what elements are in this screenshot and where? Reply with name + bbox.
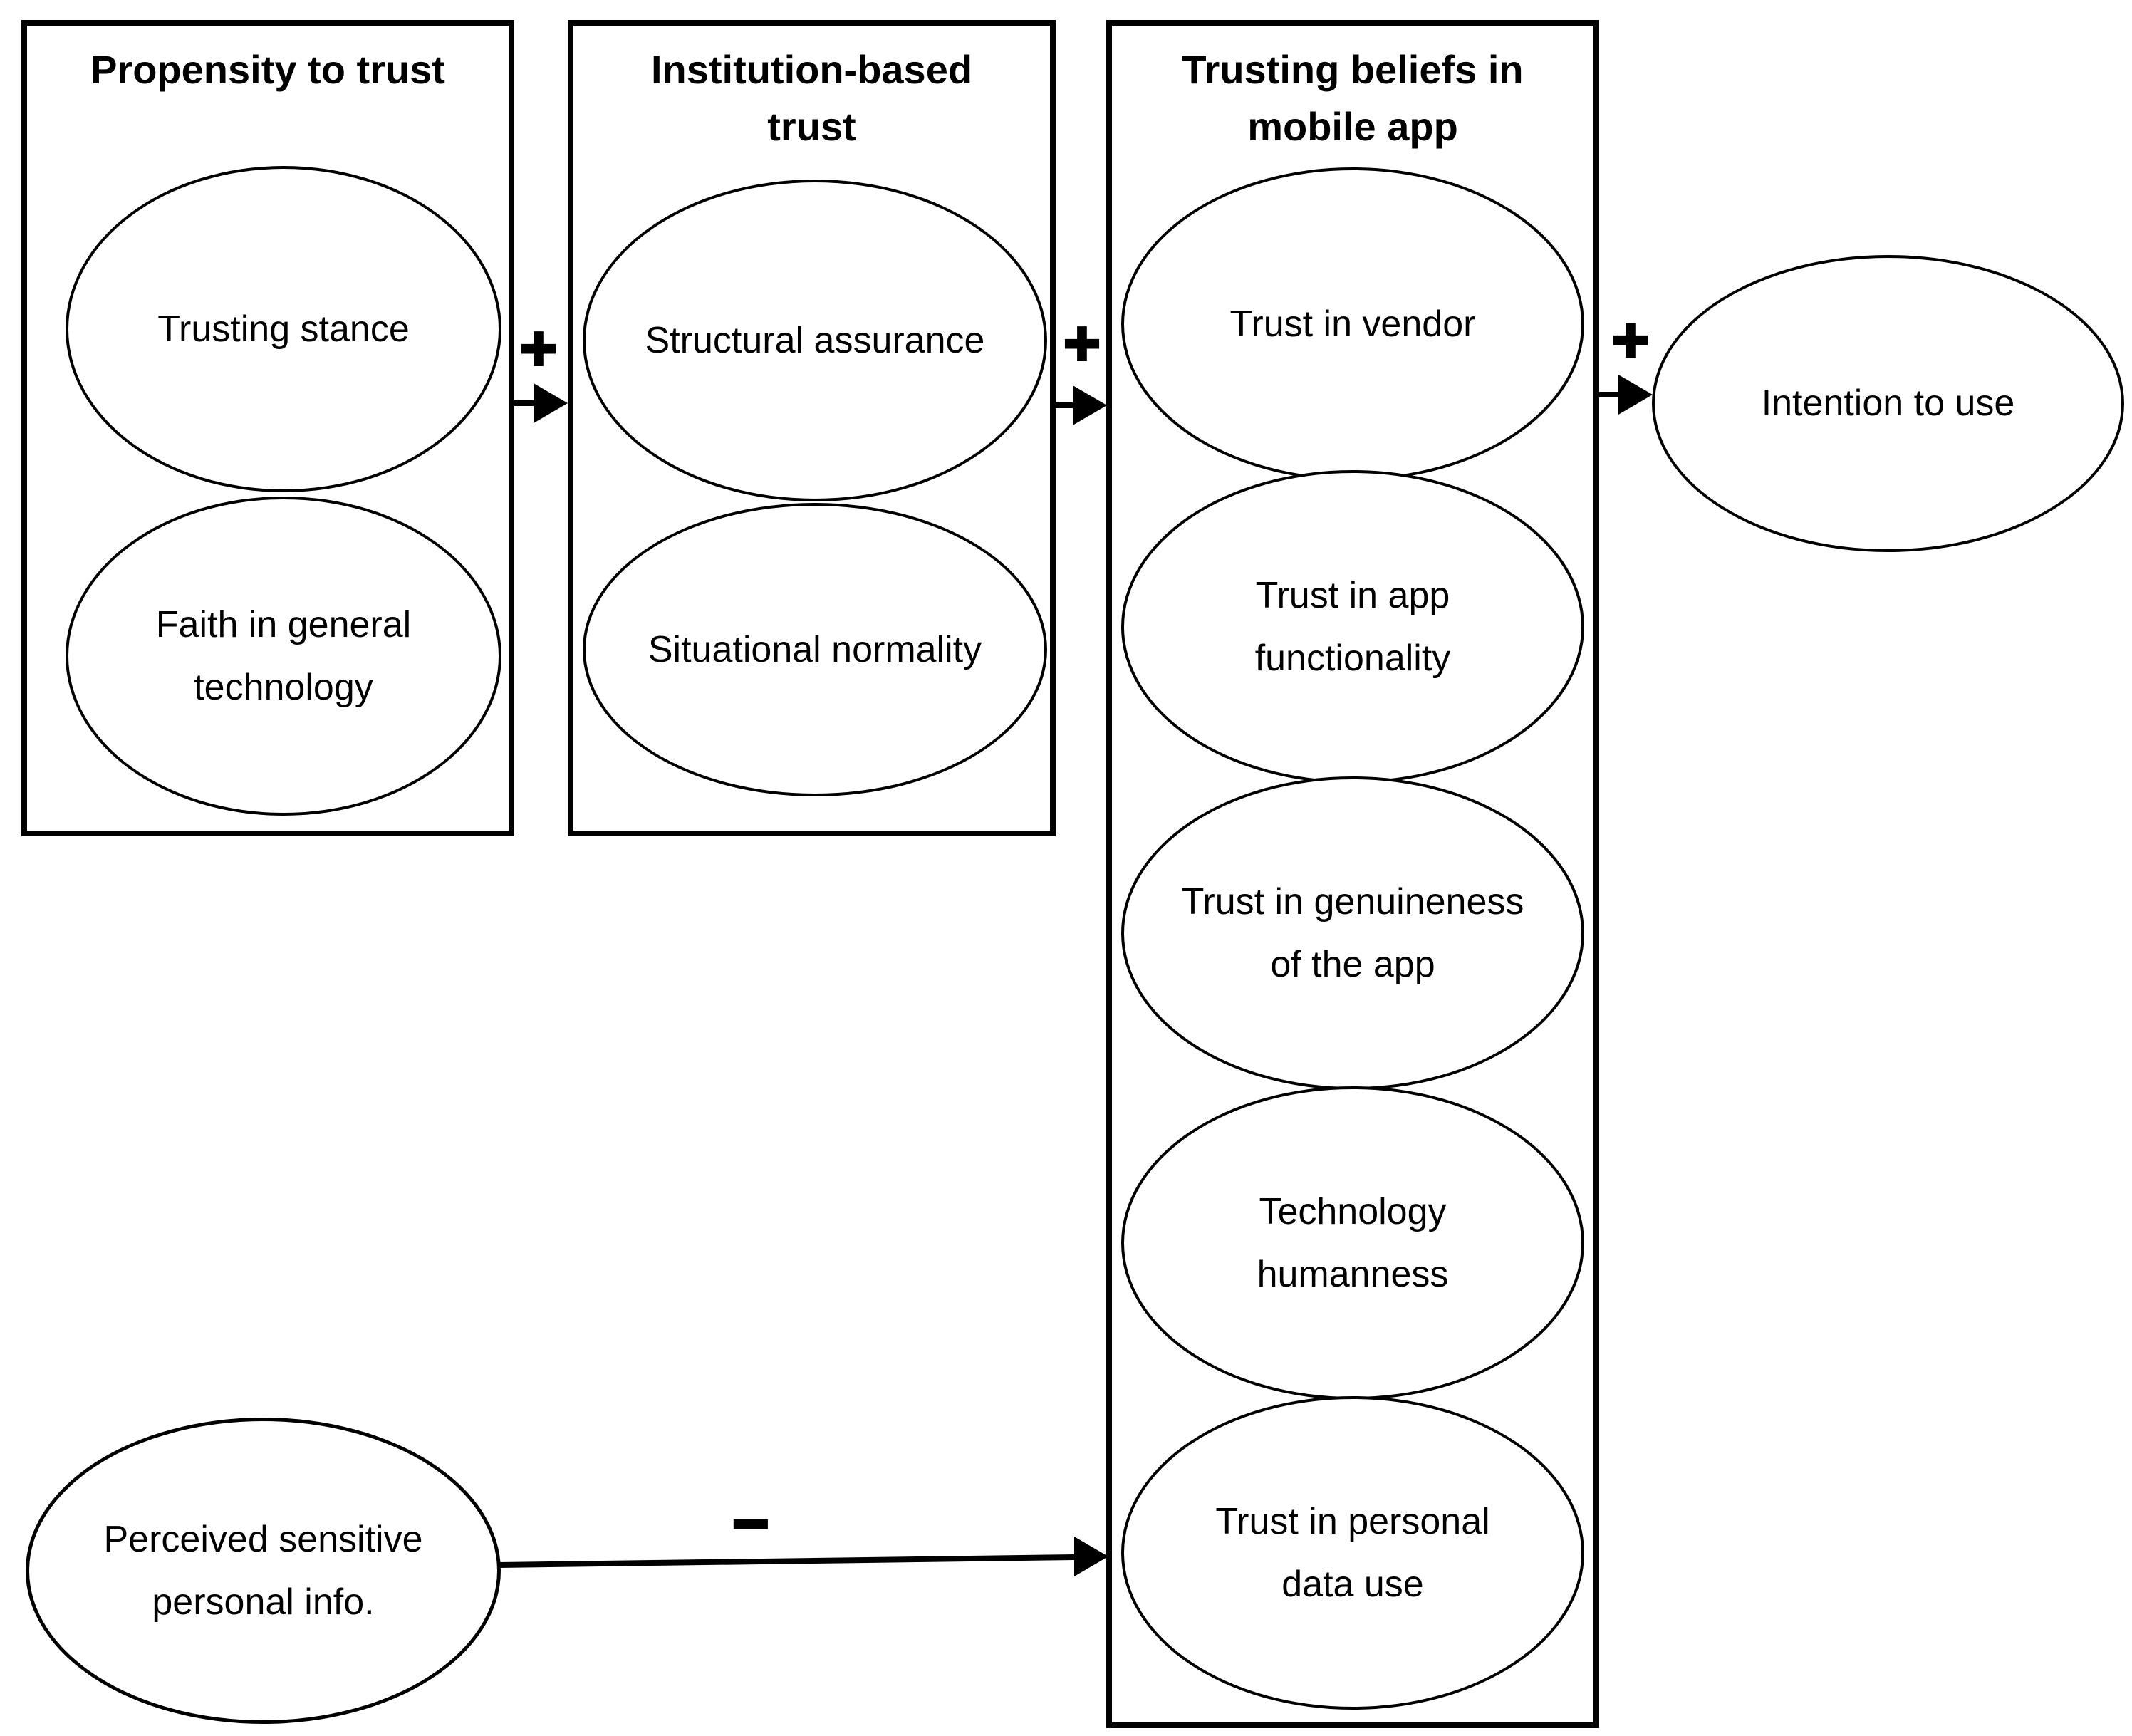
arrow-institution-to-beliefs (1054, 385, 1107, 425)
node-label: Faith in general technology (155, 603, 412, 708)
node-label: Trusting stance (157, 308, 410, 350)
node-trust-in-vendor: Trust in vendor (1121, 167, 1584, 481)
node-label: Trust in app functionality (1254, 574, 1451, 679)
node-situational-normality: Situational normality (583, 503, 1047, 796)
node-label: Trust in vendor (1229, 303, 1476, 345)
node-trust-in-genuineness-of-the-app: Trust in genuineness of the app (1121, 776, 1584, 1090)
group-box-institution-based-trust: Institution-based trust Structural assur… (568, 20, 1056, 836)
group-box-propensity-to-trust: Propensity to trust Trusting stance Fait… (21, 20, 514, 836)
node-label: Trust in personal data use (1215, 1500, 1490, 1605)
node-intention-to-use: Intention to use (1652, 255, 2124, 552)
arrow-propensity-to-institution (513, 383, 568, 423)
plus-sign-propensity-to-institution: + (519, 313, 558, 383)
node-label: Perceived sensitive personal info. (103, 1518, 423, 1623)
minus-sign-perceived-to-personal-data-use: − (731, 1488, 770, 1559)
node-technology-humanness: Technology humanness (1121, 1086, 1584, 1400)
node-label: Situational normality (648, 628, 982, 670)
node-label: Technology humanness (1257, 1190, 1449, 1295)
group-title-propensity-to-trust: Propensity to trust (90, 47, 445, 92)
node-structural-assurance: Structural assurance (583, 180, 1047, 501)
node-label: Trust in genuineness of the app (1181, 880, 1524, 985)
node-trust-in-personal-data-use: Trust in personal data use (1121, 1396, 1584, 1710)
plus-sign-beliefs-to-intention: + (1611, 304, 1650, 375)
group-box-trusting-beliefs-in-mobile-app: Trusting beliefs in mobile app Trust in … (1106, 20, 1599, 1728)
plus-sign-institution-to-beliefs: + (1062, 308, 1101, 378)
node-label: Intention to use (1761, 383, 2015, 425)
arrow-perceived-to-personal-data-use (498, 1537, 1108, 1576)
node-perceived-sensitive-personal-info: Perceived sensitive personal info. (26, 1418, 501, 1724)
node-trusting-stance: Trusting stance (66, 166, 501, 492)
node-trust-in-app-functionality: Trust in app functionality (1121, 470, 1584, 784)
group-title-institution-based-trust: Institution-based trust (650, 47, 973, 149)
node-label: Structural assurance (645, 319, 985, 361)
group-title-trusting-beliefs-in-mobile-app: Trusting beliefs in mobile app (1182, 47, 1524, 149)
arrow-beliefs-to-intention (1598, 375, 1653, 415)
node-faith-in-general-technology: Faith in general technology (66, 497, 501, 816)
